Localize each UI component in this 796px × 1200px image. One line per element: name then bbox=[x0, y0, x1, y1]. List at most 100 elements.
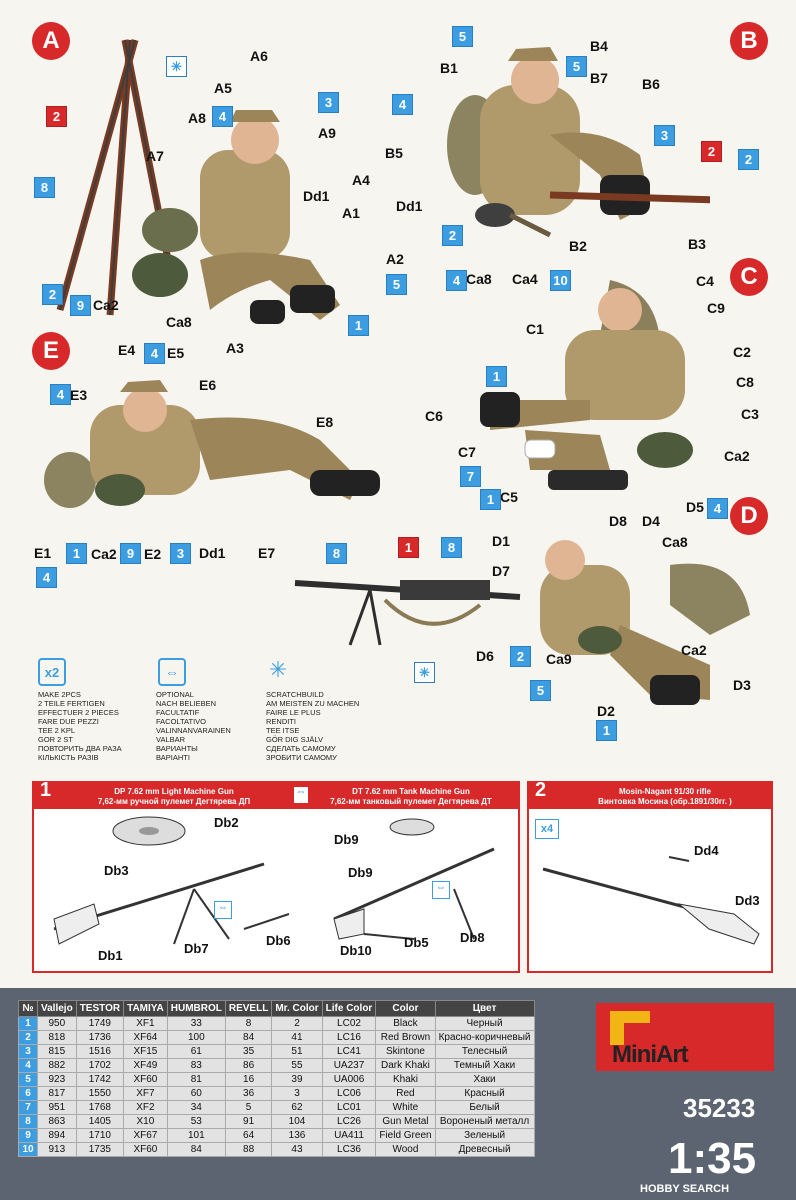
callout-3-b: 3 bbox=[654, 125, 675, 146]
paint-cell: 817 bbox=[37, 1086, 77, 1101]
paint-cell: Black bbox=[375, 1016, 436, 1031]
legend-optional-line: VALBAR bbox=[156, 735, 186, 744]
part-db5: Db5 bbox=[404, 935, 429, 950]
paint-cell: LC01 bbox=[321, 1100, 377, 1115]
section-c-letter: C bbox=[740, 263, 758, 290]
multiply-icon-panel: x4 bbox=[535, 819, 559, 839]
label-b6: B6 bbox=[642, 76, 660, 92]
legend-scratch-line: GÖR DIG SJÄLV bbox=[266, 735, 323, 744]
label-a6: A6 bbox=[250, 48, 268, 64]
paint-cell: 81 bbox=[166, 1072, 226, 1087]
rifle-title: Mosin-Nagant 91/30 rifle bbox=[618, 787, 712, 796]
callout-8-d: 8 bbox=[441, 537, 462, 558]
paint-cell: 5 bbox=[18, 1072, 38, 1087]
paint-cell: 1736 bbox=[75, 1030, 125, 1045]
callout-5-a: 5 bbox=[386, 274, 407, 295]
paint-cell: 3 bbox=[271, 1086, 323, 1101]
dp-title: DP 7.62 mm Light Machine Gun bbox=[114, 787, 234, 796]
paint-cell: 1768 bbox=[75, 1100, 125, 1115]
paint-cell: 1550 bbox=[75, 1086, 125, 1101]
paint-cell: 4 bbox=[18, 1058, 38, 1073]
paint-cell: UA006 bbox=[321, 1072, 377, 1087]
label-ca2-d: Ca2 bbox=[681, 642, 707, 658]
legend-scratch-line: AM MEISTEN ZU MACHEN bbox=[266, 699, 360, 708]
paint-cell: XF1 bbox=[123, 1016, 168, 1031]
dt-title: DT 7.62 mm Tank Machine Gun bbox=[352, 787, 470, 796]
label-a5: A5 bbox=[214, 80, 232, 96]
label-dd1-e: Dd1 bbox=[199, 545, 226, 561]
callout-4-d: 4 bbox=[707, 498, 728, 519]
paint-cell: 7 bbox=[18, 1100, 38, 1115]
legend-optional-line: FACOLTATIVO bbox=[156, 717, 207, 726]
optional-icon: ⇔ bbox=[158, 658, 186, 686]
legend-x2-line: EFFECTUER 2 PIECES bbox=[38, 708, 119, 717]
paint-cell: 2 bbox=[271, 1016, 323, 1031]
label-a4: A4 bbox=[352, 172, 370, 188]
panel-machine-guns: 1 DP 7.62 mm Light Machine Gun 7,62-мм р… bbox=[32, 780, 520, 973]
label-c9: C9 bbox=[707, 300, 725, 316]
paint-cell: 1516 bbox=[75, 1044, 125, 1059]
label-c1: C1 bbox=[526, 321, 544, 337]
callout-4-e: 4 bbox=[50, 384, 71, 405]
paint-cell: 33 bbox=[166, 1016, 226, 1031]
paint-cell: XF7 bbox=[123, 1086, 168, 1101]
callout-1-c-bottom: 1 bbox=[480, 489, 501, 510]
paint-cell: 1702 bbox=[75, 1058, 125, 1073]
col-color: Color bbox=[375, 1000, 436, 1017]
label-a2: A2 bbox=[386, 251, 404, 267]
paint-cell: 34 bbox=[166, 1100, 226, 1115]
part-db10: Db10 bbox=[340, 943, 372, 958]
callout-8-d-left: 8 bbox=[326, 543, 347, 564]
scratchbuild-icon-d: ✳ bbox=[414, 662, 435, 683]
section-e-letter: E bbox=[42, 337, 59, 364]
callout-4-e-top: 4 bbox=[144, 343, 165, 364]
label-ca4-b: Ca4 bbox=[512, 271, 538, 287]
section-e-badge: E bbox=[32, 332, 70, 370]
label-b7: B7 bbox=[590, 70, 608, 86]
paint-cell: 41 bbox=[271, 1030, 323, 1045]
paint-cell: LC16 bbox=[321, 1030, 377, 1045]
part-dd4: Dd4 bbox=[694, 843, 719, 858]
callout-7-c: 7 bbox=[460, 466, 481, 487]
paint-cell: XF2 bbox=[123, 1100, 168, 1115]
paint-cell: 60 bbox=[166, 1086, 226, 1101]
paint-cell: Wood bbox=[375, 1142, 436, 1157]
paint-cell: 1742 bbox=[75, 1072, 125, 1087]
paint-cell: 1 bbox=[18, 1016, 38, 1031]
scratchbuild-icon: ✳ bbox=[166, 56, 187, 77]
legend-scratch-line: ЗРОБИТИ САМОМУ bbox=[266, 753, 337, 762]
col-revell: REVELL bbox=[224, 1000, 273, 1017]
panel-1-right-title: DT 7.62 mm Tank Machine Gun 7,62-мм танк… bbox=[306, 787, 516, 807]
paint-cell: 894 bbox=[37, 1128, 77, 1143]
label-b1: B1 bbox=[440, 60, 458, 76]
panel-2-drawing bbox=[542, 856, 760, 945]
paint-cell: 43 bbox=[271, 1142, 323, 1157]
multiply-icon: x2 bbox=[38, 658, 66, 686]
callout-2-d: 2 bbox=[510, 646, 531, 667]
label-ca2-e: Ca2 bbox=[91, 546, 117, 562]
paint-cell: 913 bbox=[37, 1142, 77, 1157]
label-a7: A7 bbox=[146, 148, 164, 164]
paint-cell: 88 bbox=[224, 1142, 273, 1157]
paint-cell: 863 bbox=[37, 1114, 77, 1129]
paint-cell: 55 bbox=[271, 1058, 323, 1073]
label-b3: B3 bbox=[688, 236, 706, 252]
paint-cell: 35 bbox=[224, 1044, 273, 1059]
paint-cell: 3 bbox=[18, 1044, 38, 1059]
paint-cell: Черный bbox=[434, 1016, 535, 1031]
callout-2-b-right: 2 bbox=[738, 149, 759, 170]
paint-cell: XF60 bbox=[123, 1072, 168, 1087]
label-c3: C3 bbox=[741, 406, 759, 422]
callout-3-e: 3 bbox=[170, 543, 191, 564]
label-ca8-d: Ca8 bbox=[662, 534, 688, 550]
part-dd3: Dd3 bbox=[735, 893, 760, 908]
paint-cell: X10 bbox=[123, 1114, 168, 1129]
col-color-ru: Цвет bbox=[434, 1000, 535, 1017]
paint-cell: 83 bbox=[166, 1058, 226, 1073]
label-c8: C8 bbox=[736, 374, 754, 390]
col-mrcolor: Mr. Color bbox=[271, 1000, 323, 1017]
